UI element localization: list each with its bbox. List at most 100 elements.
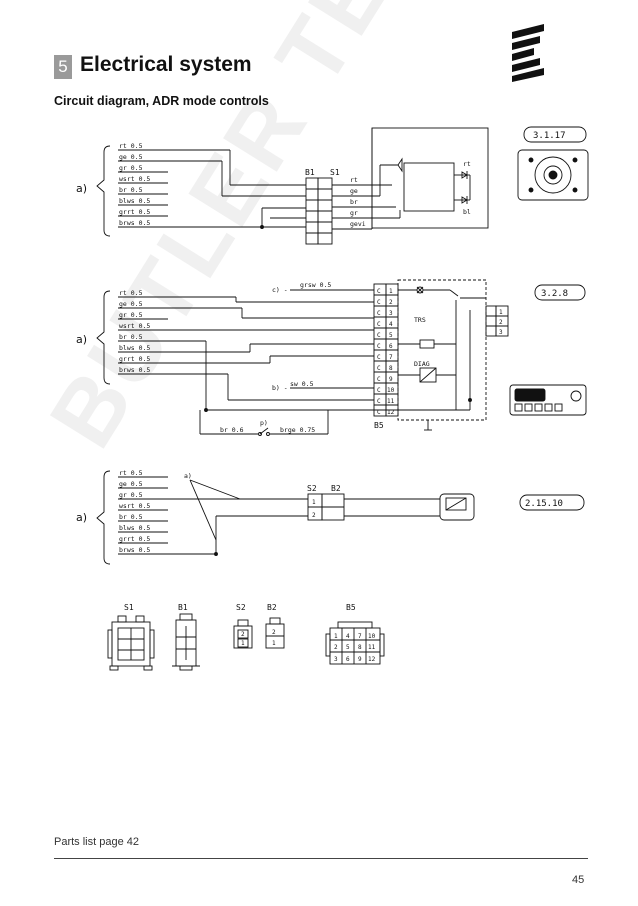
d2-b5-pin: 11 — [387, 398, 395, 405]
d2-c-mark: C — [377, 354, 381, 361]
d1-wire-label: wsrt 0.5 — [119, 175, 150, 183]
section-title: Electrical system — [80, 53, 252, 76]
b5-grid-pin: 4 — [346, 633, 350, 640]
diagram-1 — [96, 126, 589, 245]
page-number: 45 — [572, 874, 585, 886]
conn-label-b5: B5 — [346, 603, 356, 612]
page-subtitle: Circuit diagram, ADR mode controls — [54, 94, 269, 108]
d3-pin: 2 — [312, 512, 316, 519]
footer-divider — [54, 858, 588, 859]
d2-b5-pin: 1 — [389, 288, 393, 295]
b5-grid-pin: 7 — [358, 633, 362, 640]
d2-wire-label: brws 0.5 — [119, 366, 150, 374]
d3-connector-b2: B2 — [331, 484, 341, 493]
d3-wire-label: brws 0.5 — [119, 546, 150, 554]
d3-wire-label: gr 0.5 — [119, 491, 143, 499]
d2-b5-pin: 4 — [389, 321, 393, 328]
d1-wire-label: blws 0.5 — [119, 197, 150, 205]
d2-right-pin: 1 — [499, 309, 503, 316]
d2-group-label: a) — [76, 333, 87, 346]
d1-connector-b1: B1 — [305, 168, 315, 177]
d2-c-mark: C — [377, 343, 381, 350]
b5-grid-pin: 10 — [368, 633, 376, 640]
d1-s1-wire: rt — [350, 176, 358, 184]
d2-c-label: c) - — [272, 286, 288, 294]
b2-pin: 2 — [272, 629, 276, 636]
d2-b5-pin: 2 — [389, 299, 393, 306]
d2-right-pin: 3 — [499, 329, 503, 336]
d2-b5-pin: 3 — [389, 310, 393, 317]
d2-c-mark: C — [377, 409, 381, 416]
d3-wire-label: rt 0.5 — [119, 469, 143, 477]
d3-wire-label: blws 0.5 — [119, 524, 150, 532]
d1-reference: 3.1.17 — [533, 131, 566, 141]
d1-s1-wire: ge — [350, 187, 358, 195]
d2-wire-label: grrt 0.5 — [119, 355, 150, 363]
d2-b5-pin: 5 — [389, 332, 393, 339]
conn-label-s1: S1 — [124, 603, 134, 612]
d3-pin: 1 — [312, 499, 316, 506]
s2-pin: 2 — [241, 631, 245, 638]
b5-grid-pin: 6 — [346, 656, 350, 663]
d2-wire-label: blws 0.5 — [119, 344, 150, 352]
conn-label-s2: S2 — [236, 603, 246, 612]
d2-diag-label: DIAG — [414, 360, 430, 368]
conn-label-b1: B1 — [178, 603, 188, 612]
d2-br-wire: br 0.6 — [220, 426, 244, 434]
d2-reference: 3.2.8 — [541, 289, 568, 299]
d3-wire-label: br 0.5 — [119, 513, 143, 521]
b5-grid-pin: 5 — [346, 644, 350, 651]
d1-wire-label: brws 0.5 — [119, 219, 150, 227]
d3-reference: 2.15.10 — [525, 499, 563, 509]
d2-trs-label: TRS — [414, 316, 426, 324]
b5-grid-pin: 3 — [334, 656, 338, 663]
d3-wire-label: ge 0.5 — [119, 480, 143, 488]
d2-c-mark: C — [377, 376, 381, 383]
d2-c-mark: C — [377, 299, 381, 306]
d2-right-pin: 2 — [499, 319, 503, 326]
connector-pictures — [107, 613, 385, 671]
d2-c-mark: C — [377, 321, 381, 328]
d2-c-mark: C — [377, 387, 381, 394]
diagram-3 — [96, 470, 585, 565]
section-number: 5 — [54, 55, 72, 79]
b5-grid-pin: 2 — [334, 644, 338, 651]
d1-s1-wire: gevi — [350, 220, 366, 228]
d2-b5-pin: 6 — [389, 343, 393, 350]
d3-wire-label: grrt 0.5 — [119, 535, 150, 543]
diagram-2 — [96, 279, 587, 436]
d1-wire-label: gr 0.5 — [119, 164, 143, 172]
d3-group-label: a) — [76, 511, 87, 524]
conn-label-b2: B2 — [267, 603, 277, 612]
s2-pin: 1 — [241, 640, 245, 647]
d2-b5-pin: 10 — [387, 387, 395, 394]
d2-c-mark: C — [377, 365, 381, 372]
d3-note: a) — [184, 472, 192, 480]
d3-wire-label: wsrt 0.5 — [119, 502, 150, 510]
d1-wire-label: rt 0.5 — [119, 142, 143, 150]
d2-wire-label: br 0.5 — [119, 333, 143, 341]
d2-wire-label: wsrt 0.5 — [119, 322, 150, 330]
d2-c-mark: C — [377, 332, 381, 339]
d2-brge-wire: brge 0.75 — [280, 426, 315, 434]
d1-connector-s1: S1 — [330, 168, 340, 177]
d1-wire-label: grrt 0.5 — [119, 208, 150, 216]
d2-c-mark: C — [377, 398, 381, 405]
d2-wire-label: ge 0.5 — [119, 300, 143, 308]
b5-grid-pin: 8 — [358, 644, 362, 651]
d2-b-label: b) - — [272, 384, 288, 392]
d2-c-mark: C — [377, 310, 381, 317]
d2-connector-b5: B5 — [374, 421, 384, 430]
d2-wire-label: rt 0.5 — [119, 289, 143, 297]
d2-wire-label: gr 0.5 — [119, 311, 143, 319]
b5-grid-pin: 9 — [358, 656, 362, 663]
d1-led-label: rt — [463, 160, 471, 168]
d2-b5-pin: 12 — [387, 409, 395, 416]
d1-s1-wire: gr — [350, 209, 358, 217]
d2-c-wire: grsw 0.5 — [300, 281, 331, 289]
b5-grid-pin: 1 — [334, 633, 338, 640]
d1-wire-label: br 0.5 — [119, 186, 143, 194]
d2-switch-label: p) — [260, 419, 268, 427]
